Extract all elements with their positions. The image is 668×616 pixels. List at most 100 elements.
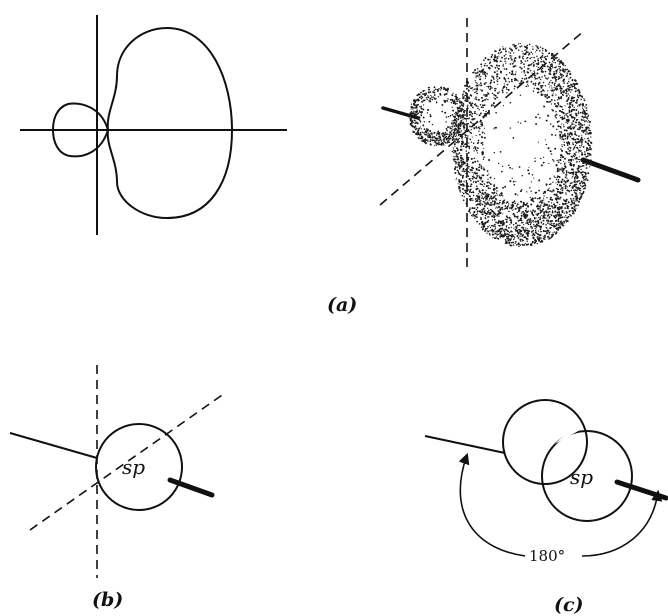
stipple-dot: [558, 222, 561, 225]
stipple-dot: [583, 161, 586, 164]
stipple-dot: [456, 100, 459, 103]
stipple-dot: [584, 140, 587, 143]
stipple-dot: [571, 156, 573, 158]
stipple-dot: [435, 142, 437, 145]
stipple-dot: [589, 154, 592, 156]
stipple-dot: [529, 57, 532, 60]
stipple-dot: [527, 232, 530, 235]
stipple-dot: [493, 81, 496, 84]
stipple-dot: [457, 100, 459, 102]
stipple-dot: [467, 170, 470, 173]
stipple-dot: [559, 168, 561, 171]
stipple-dot: [468, 195, 471, 198]
stipple-dot: [494, 89, 496, 92]
stipple-dot: [445, 99, 447, 102]
stipple-dot: [434, 137, 437, 140]
stipple-dot: [542, 223, 545, 225]
stipple-dot: [514, 233, 516, 235]
stipple-dot: [417, 99, 420, 102]
stipple-dot: [450, 101, 453, 104]
stipple-dot: [511, 209, 513, 211]
stipple-dot: [546, 233, 548, 235]
axis-line-left: [424, 435, 506, 454]
stipple-dot: [543, 105, 546, 108]
stipple-dot: [531, 53, 534, 55]
stipple-dot: [466, 130, 468, 133]
stipple-dot: [547, 206, 549, 209]
stipple-dot: [481, 143, 484, 146]
stipple-dot: [494, 97, 497, 100]
stipple-dot: [575, 192, 578, 195]
stipple-dot: [458, 131, 461, 134]
stipple-dot: [469, 189, 471, 192]
stipple-dot: [508, 81, 510, 83]
stipple-dot: [482, 225, 484, 227]
stipple-dot: [569, 210, 571, 212]
stipple-dot: [453, 160, 455, 162]
stipple-dot: [560, 180, 563, 183]
stipple-dot: [584, 151, 586, 153]
stipple-dot: [563, 144, 566, 146]
stipple-dot: [475, 180, 477, 183]
stipple-dot: [486, 170, 489, 172]
stipple-dot: [485, 194, 488, 197]
stipple-dot: [515, 47, 517, 50]
stipple-dot: [504, 218, 506, 220]
stipple-dot: [586, 142, 589, 144]
stipple-dot: [580, 195, 583, 198]
stipple-dot: [567, 118, 570, 121]
stipple-dot: [483, 210, 486, 212]
stipple-dot: [568, 161, 570, 163]
stipple-dot: [468, 142, 470, 144]
stipple-dot: [479, 104, 482, 106]
stipple-dot: [452, 102, 455, 105]
stipple-dot: [422, 108, 425, 111]
stipple-dot: [434, 141, 437, 144]
stipple-dot: [458, 164, 461, 167]
stipple-dot: [458, 180, 461, 184]
stipple-dot: [549, 86, 551, 88]
stipple-dot: [496, 214, 498, 217]
stipple-dot: [508, 242, 511, 245]
stipple-dot: [538, 218, 542, 221]
stipple-dot: [458, 173, 461, 176]
stipple-dot: [569, 163, 572, 165]
stipple-dot: [576, 197, 579, 199]
stipple-dot: [455, 111, 457, 114]
stipple-dot: [464, 91, 468, 95]
stipple-dot: [459, 165, 462, 168]
stipple-dot: [578, 187, 580, 189]
stipple-dot: [566, 186, 568, 188]
stipple-dot: [486, 193, 488, 195]
stipple-dot: [542, 217, 544, 219]
stipple-dot: [568, 133, 571, 136]
stipple-dot: [550, 205, 554, 208]
stipple-dot: [458, 123, 461, 125]
stipple-dot: [530, 225, 533, 228]
stipple-dot: [454, 125, 456, 127]
stipple-dot: [545, 183, 548, 186]
stipple-dot: [433, 86, 436, 89]
stipple-dot: [575, 174, 578, 176]
stipple-dot: [475, 200, 477, 203]
stipple-dot: [456, 131, 459, 134]
stipple-dot: [443, 88, 445, 91]
stipple-dot: [531, 197, 534, 200]
stipple-dot: [488, 181, 490, 183]
stipple-dot: [520, 222, 523, 224]
stipple-dot: [446, 130, 448, 132]
stipple-dot: [514, 215, 517, 217]
stipple-dot: [527, 54, 530, 56]
stipple-dot: [488, 209, 490, 212]
stipple-dot: [457, 126, 460, 129]
stipple-dot: [562, 63, 565, 65]
stipple-dot: [526, 234, 529, 237]
stipple-dot: [412, 116, 414, 118]
stipple-dot: [537, 233, 540, 236]
stipple-dot: [579, 190, 582, 192]
stipple-dot: [544, 236, 546, 238]
stipple-dot: [496, 67, 499, 69]
stipple-dot: [535, 123, 538, 126]
stipple-dot: [558, 83, 561, 86]
stipple-dot: [576, 118, 578, 121]
